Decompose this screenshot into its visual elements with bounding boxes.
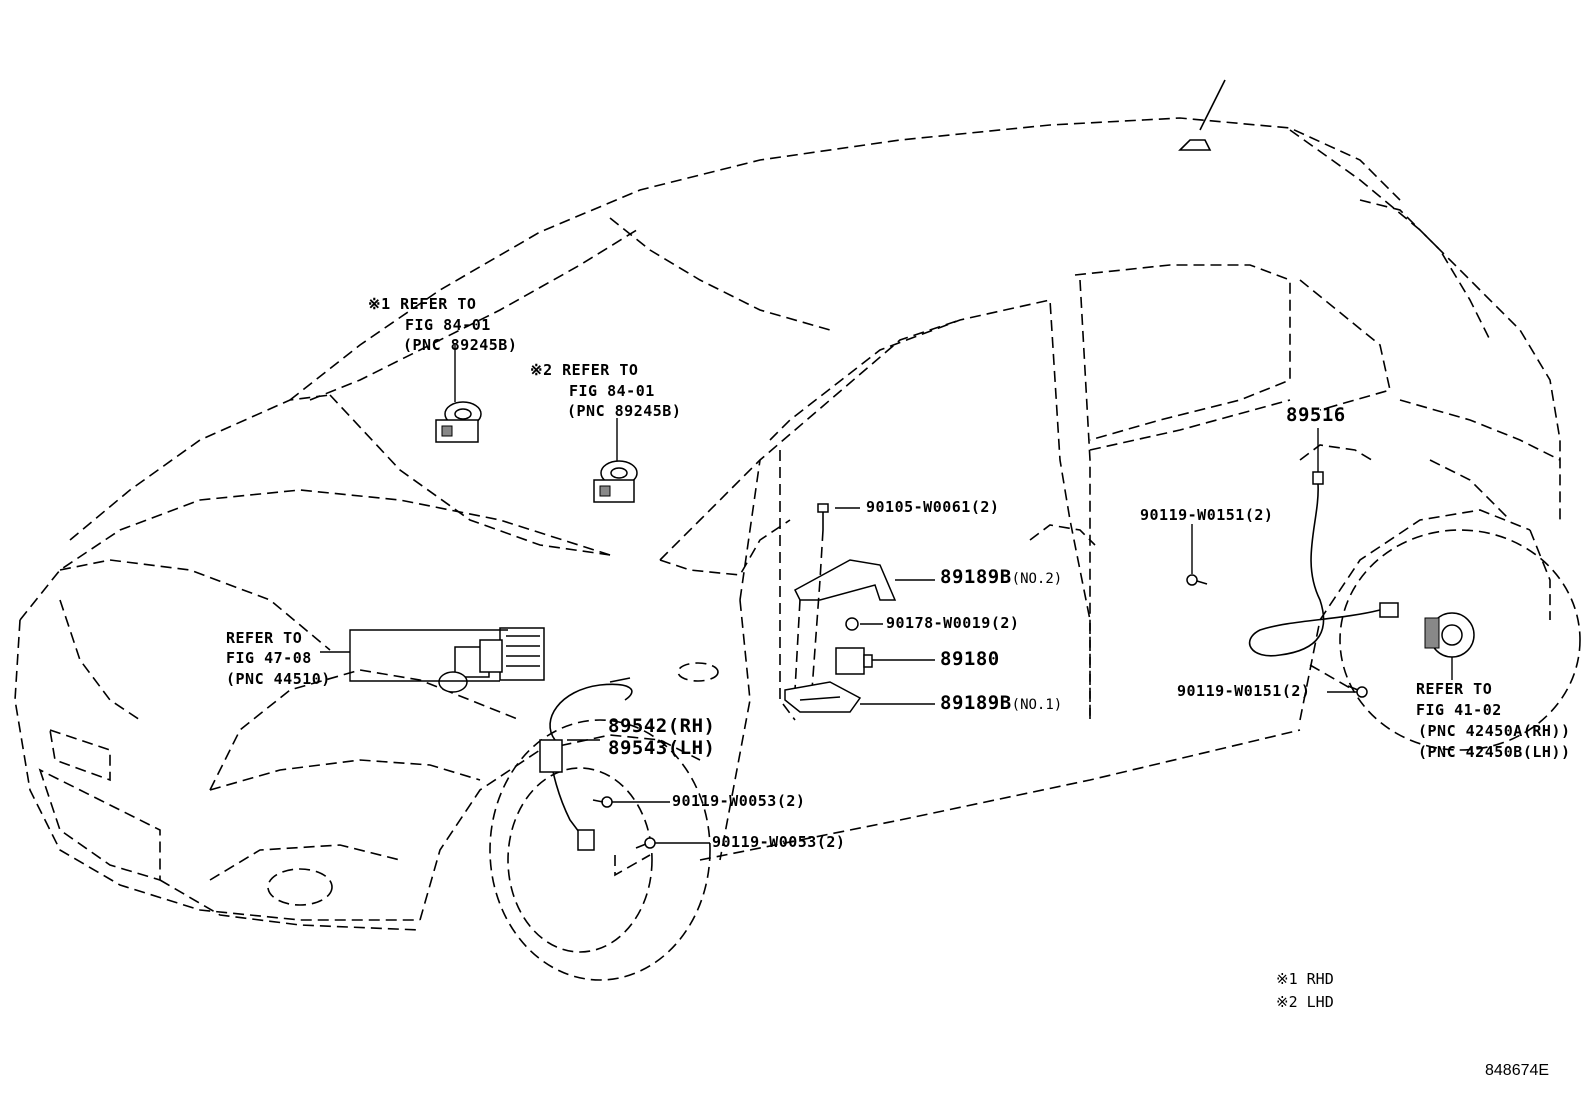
label-90119-w0151-b: 90119-W0151(2): [1177, 682, 1311, 700]
sensor-89180: [835, 647, 873, 675]
label-ref-lhd-line3: (PNC 89245B): [567, 402, 682, 420]
label-89189b-no2: 89189B(NO.2): [940, 566, 1063, 588]
label-90119-w0151-a: 90119-W0151(2): [1140, 506, 1274, 524]
label-ref-lhd-line2: FIG 84-01: [569, 382, 655, 400]
label-ref-abs-line3: (PNC 44510): [226, 670, 331, 688]
label-ref-hub-line3: (PNC 42450A(RH)): [1418, 722, 1571, 740]
yaw-rate-sensor-lhd: [593, 460, 638, 503]
nut-90178-w0019: [845, 617, 859, 631]
label-ref-hub-line1: REFER TO: [1416, 680, 1493, 698]
legend-rhd: ※1 RHD: [1276, 970, 1334, 988]
label-ref-hub-line2: FIG 41-02: [1416, 701, 1502, 719]
car-body-outline: [14, 79, 1581, 981]
label-89189b-no1: 89189B(NO.1): [940, 692, 1063, 714]
label-ref-hub-line4: (PNC 42450B(LH)): [1418, 743, 1571, 761]
label-ref-rhd-line3: (PNC 89245B): [403, 336, 518, 354]
rear-axle-hub: [1424, 612, 1475, 658]
label-90119-w0053-a: 90119-W0053(2): [672, 792, 806, 810]
bolt-90119-w0151-a: [1186, 574, 1208, 586]
bracket-89189b-no1: [784, 681, 862, 713]
rear-speed-sensor: [1248, 471, 1399, 657]
label-ref-lhd-line1: ※2 REFER TO: [530, 361, 639, 379]
bolt-90105-w0061: [817, 503, 829, 530]
yaw-rate-sensor-rhd: [435, 401, 482, 443]
label-ref-abs-line2: FIG 47-08: [226, 649, 312, 667]
label-90105-w0061: 90105-W0061(2): [866, 498, 1000, 516]
bolt-90119-w0053-b: [635, 837, 656, 849]
label-89543: 89543(LH): [608, 737, 716, 759]
label-89180: 89180: [940, 648, 1000, 670]
abs-actuator: [438, 627, 545, 693]
label-ref-rhd-line2: FIG 84-01: [405, 316, 491, 334]
label-90119-w0053-b: 90119-W0053(2): [712, 833, 846, 851]
label-ref-abs-line1: REFER TO: [226, 629, 303, 647]
front-speed-sensor: [539, 677, 633, 851]
label-89516: 89516: [1286, 404, 1346, 426]
label-ref-rhd-line1: ※1 REFER TO: [368, 295, 477, 313]
legend-lhd: ※2 LHD: [1276, 993, 1334, 1011]
bracket-89189b-no2: [794, 559, 897, 601]
figure-code: 848674E: [1485, 1062, 1550, 1079]
label-89542: 89542(RH): [608, 715, 716, 737]
bolt-90119-w0053-a: [592, 796, 613, 808]
label-90178-w0019: 90178-W0019(2): [886, 614, 1020, 632]
